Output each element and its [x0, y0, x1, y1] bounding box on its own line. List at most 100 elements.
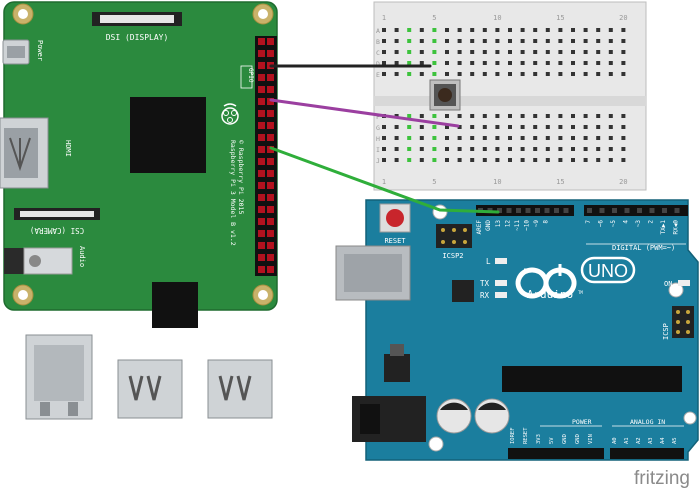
gnd-pin-label: GND [485, 220, 492, 231]
breadboard-hole [470, 114, 475, 118]
push-button[interactable] [429, 79, 461, 111]
breadboard-hole [457, 158, 462, 162]
header-socket [612, 208, 617, 213]
breadboard-hole [533, 147, 538, 151]
breadboard-hole [508, 61, 512, 65]
breadboard-hole [394, 50, 399, 54]
breadboard-hole [394, 72, 399, 76]
tm-label: TM [578, 290, 583, 295]
breadboard-hole [533, 125, 538, 129]
breadboard-row-letter: A [376, 27, 380, 35]
gpio-pin [267, 266, 274, 273]
gpio-label: GPIO [247, 68, 254, 83]
audio-label: Audio [78, 246, 86, 267]
tx-led-label: TX [480, 279, 490, 288]
uno-label: UNO [588, 261, 628, 281]
gpio-pin [267, 218, 274, 225]
breadboard-hole [596, 158, 601, 162]
gpio-pin [258, 194, 265, 201]
breadboard-hole [457, 39, 462, 43]
purple-wire[interactable] [269, 98, 460, 128]
icsp-label: ICSP [662, 323, 670, 340]
analog-pin-label: A4 [660, 437, 666, 444]
breadboard-hole [571, 39, 575, 43]
breadboard-hole [432, 61, 437, 65]
rx-led-label: RX [480, 291, 490, 300]
power-header [508, 448, 604, 459]
breadboard-column-number: 10 [493, 178, 501, 186]
analog-in-label: ANALOG IN [630, 418, 665, 426]
breadboard-hole [495, 125, 500, 129]
breadboard-hole [596, 72, 601, 76]
breadboard-hole [596, 61, 601, 65]
breadboard-hole [495, 147, 500, 151]
header-socket [497, 208, 502, 213]
breadboard-hole [596, 28, 601, 32]
breadboard-column-number: 15 [556, 14, 564, 22]
breadboard-hole [558, 147, 563, 151]
header-socket [587, 208, 592, 213]
breadboard-hole [520, 158, 525, 162]
breadboard-hole [495, 28, 500, 32]
breadboard-hole [407, 50, 412, 54]
breadboard-hole [621, 125, 626, 129]
breadboard-hole [533, 28, 538, 32]
gpio-pin [267, 86, 274, 93]
digital-pin-label: RX◀0 [673, 220, 680, 235]
breadboard-hole [533, 61, 538, 65]
gpio-pin [267, 170, 274, 177]
gpio-pin [258, 122, 265, 129]
breadboard-hole [482, 136, 487, 140]
breadboard-hole [545, 39, 550, 43]
dc-power-jack [352, 396, 426, 442]
reset-button[interactable] [379, 203, 411, 233]
analog-pin-label: A3 [648, 437, 654, 444]
breadboard-hole [482, 125, 487, 129]
gpio-pin [258, 74, 265, 81]
on-led [678, 280, 690, 286]
header-socket [535, 208, 540, 213]
breadboard-hole [482, 39, 487, 43]
power-pin-label: GND [575, 434, 581, 444]
usb-label-1: USB 2x [136, 347, 164, 356]
usb-port-2 [207, 359, 273, 419]
csi-label: CSI (CAMERA) [30, 226, 84, 235]
breadboard-hole [520, 125, 525, 129]
breadboard-hole [583, 114, 588, 118]
digital-pin-label: TX▶1 [660, 220, 667, 235]
breadboard-hole [558, 39, 563, 43]
breadboard-hole [621, 72, 626, 76]
breadboard-hole [571, 72, 575, 76]
breadboard-hole [482, 158, 487, 162]
breadboard-hole [621, 114, 626, 118]
breadboard-hole [583, 158, 588, 162]
digital-pin-label: 4 [623, 220, 630, 224]
breadboard-hole [470, 28, 475, 32]
breadboard-hole [419, 147, 424, 151]
green-wire[interactable] [269, 146, 500, 214]
digital-pin-label: 7 [585, 220, 592, 224]
breadboard-row-letter: C [376, 49, 380, 57]
breadboard-hole [558, 72, 563, 76]
breadboard-hole [482, 147, 487, 151]
breadboard-hole [382, 61, 386, 65]
copyright-text: © Raspberry Pi 2015 [237, 140, 245, 214]
gpio-pin [258, 62, 265, 69]
breadboard-hole [508, 50, 512, 54]
breadboard-hole [432, 158, 437, 162]
breadboard-hole [545, 28, 550, 32]
breadboard-hole [419, 61, 424, 65]
breadboard-hole [407, 125, 412, 129]
breadboard-hole [432, 125, 437, 129]
raspberry-pi-board: Power DSI (DISPLAY) Raspberry Pi 3 Model… [0, 1, 278, 420]
breadboard-hole [419, 125, 424, 129]
fritzing-label: fritzing [634, 468, 690, 489]
breadboard-hole [608, 50, 613, 54]
breadboard-hole [520, 61, 525, 65]
breadboard-hole [571, 125, 575, 129]
breadboard-hole [495, 72, 500, 76]
breadboard-hole [520, 72, 525, 76]
breadboard-hole [508, 136, 512, 140]
